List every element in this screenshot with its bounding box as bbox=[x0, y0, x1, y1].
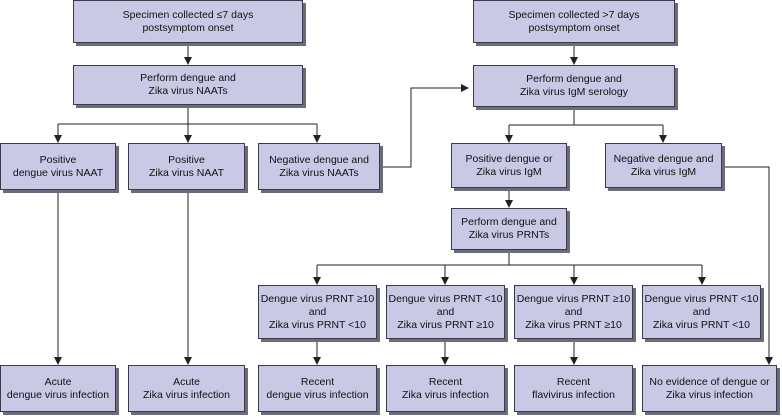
node-prnt-dengue-only: Dengue virus PRNT ≥10 and Zika virus PRN… bbox=[258, 285, 377, 339]
node-text: Zika virus IgM bbox=[630, 165, 697, 178]
node-text: dengue virus infection bbox=[266, 388, 369, 401]
node-acute-dengue: Acute dengue virus infection bbox=[0, 365, 116, 412]
node-text: Perform dengue and bbox=[461, 216, 557, 228]
node-text: postsymptom onset bbox=[142, 21, 234, 34]
node-text: Perform dengue and bbox=[140, 72, 236, 84]
node-text: Zika virus PRNTs bbox=[468, 229, 550, 241]
node-perform-prnt: Perform dengue and Zika virus PRNTs bbox=[451, 208, 567, 250]
node-text: Acute bbox=[44, 375, 72, 388]
node-text: flavivirus infection bbox=[532, 388, 615, 401]
node-text: and bbox=[308, 305, 327, 318]
node-text: and bbox=[436, 305, 455, 318]
node-text: Recent bbox=[300, 375, 335, 388]
node-text: No evidence of dengue or bbox=[649, 375, 770, 388]
node-text: Recent bbox=[556, 375, 591, 388]
node-text: postsymptom onset bbox=[528, 21, 620, 34]
node-negative-naat: Negative dengue and Zika virus NAATs bbox=[258, 143, 380, 190]
node-perform-igm: Perform dengue and Zika virus IgM serolo… bbox=[473, 65, 675, 107]
node-text: Zika virus PRNT <10 bbox=[653, 318, 750, 331]
node-text: Zika virus PRNT <10 bbox=[269, 318, 366, 331]
arrow-neg-naat-to-igm bbox=[380, 84, 469, 168]
node-text: Zika virus PRNT ≥10 bbox=[525, 318, 622, 331]
node-positive-dengue-naat: Positive dengue virus NAAT bbox=[0, 143, 116, 190]
node-recent-dengue: Recent dengue virus infection bbox=[258, 365, 377, 412]
node-recent-zika: Recent Zika virus infection bbox=[386, 365, 505, 412]
connector-naat-branch bbox=[58, 105, 317, 125]
node-text: Zika virus IgM serology bbox=[520, 86, 628, 98]
node-text: Dengue virus PRNT ≥10 bbox=[260, 292, 375, 305]
node-text: Zika virus IgM bbox=[476, 165, 542, 178]
node-acute-zika: Acute Zika virus infection bbox=[128, 365, 245, 412]
node-no-evidence: No evidence of dengue or Zika virus infe… bbox=[642, 365, 777, 412]
node-text: Zika virus NAATs bbox=[279, 166, 359, 179]
node-text: Specimen collected >7 days bbox=[508, 8, 640, 21]
node-text: Dengue virus PRNT <10 bbox=[388, 292, 503, 305]
node-text: Negative dengue and bbox=[269, 153, 369, 166]
node-text: Specimen collected ≤7 days bbox=[122, 8, 254, 21]
node-prnt-zika-only: Dengue virus PRNT <10 and Zika virus PRN… bbox=[386, 285, 505, 339]
node-text: Zika virus infection bbox=[143, 388, 230, 401]
node-negative-igm: Negative dengue and Zika virus IgM bbox=[605, 143, 722, 188]
node-text: Positive dengue or bbox=[465, 152, 553, 165]
node-positive-igm: Positive dengue or Zika virus IgM bbox=[451, 143, 567, 188]
node-text: Dengue virus PRNT <10 bbox=[644, 292, 759, 305]
connector-igm-branch bbox=[509, 107, 663, 126]
connector-prnt-branch bbox=[317, 250, 702, 266]
node-prnt-neither: Dengue virus PRNT <10 and Zika virus PRN… bbox=[642, 285, 761, 339]
node-text: Recent bbox=[428, 375, 463, 388]
node-positive-zika-naat: Positive Zika virus NAAT bbox=[128, 143, 245, 190]
node-text: and bbox=[564, 305, 583, 318]
node-text: Zika virus NAAT bbox=[148, 166, 225, 179]
node-text: Positive bbox=[39, 153, 77, 166]
node-text: Dengue virus PRNT ≥10 bbox=[516, 292, 631, 305]
node-text: Zika virus infection bbox=[666, 388, 753, 401]
node-text: Negative dengue and bbox=[613, 152, 714, 165]
arrow-neg-igm-to-no-evidence bbox=[712, 166, 773, 365]
node-text: Perform dengue and bbox=[526, 73, 622, 85]
node-recent-flavivirus: Recent flavivirus infection bbox=[514, 365, 633, 412]
node-text: Zika virus infection bbox=[402, 388, 489, 401]
node-specimen-early: Specimen collected ≤7 days postsymptom o… bbox=[73, 0, 303, 43]
node-text: and bbox=[692, 305, 711, 318]
node-text: dengue virus NAAT bbox=[12, 166, 104, 179]
node-text: Zika virus PRNT ≥10 bbox=[397, 318, 494, 331]
node-text: dengue virus infection bbox=[6, 388, 110, 401]
node-text: Zika virus NAATs bbox=[148, 85, 228, 97]
node-text: Positive bbox=[168, 153, 205, 166]
node-perform-naat: Perform dengue and Zika virus NAATs bbox=[73, 65, 303, 105]
node-text: Acute bbox=[173, 375, 200, 388]
node-prnt-both: Dengue virus PRNT ≥10 and Zika virus PRN… bbox=[514, 285, 633, 339]
node-specimen-late: Specimen collected >7 days postsymptom o… bbox=[473, 0, 675, 43]
